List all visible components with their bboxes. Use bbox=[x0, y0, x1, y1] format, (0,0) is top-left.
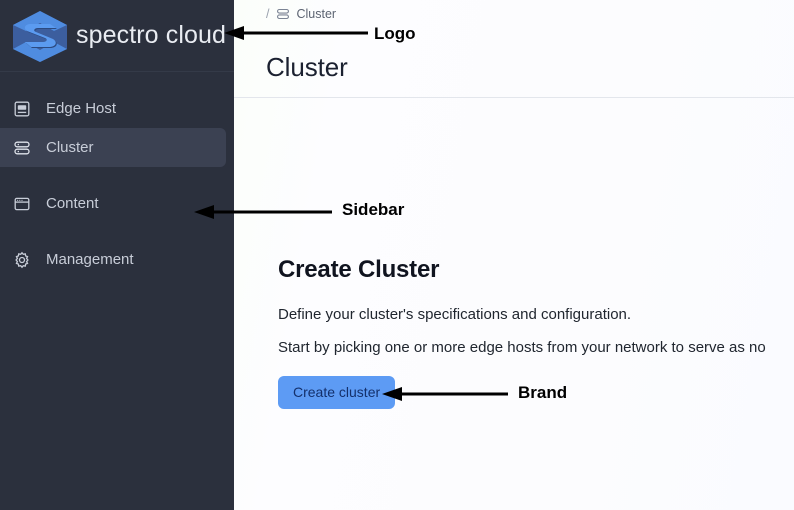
gear-icon bbox=[12, 250, 31, 269]
create-cluster-description-2: Start by picking one or more edge hosts … bbox=[278, 339, 766, 356]
main-content: / Cluster Cluster Create Cluster Define … bbox=[234, 0, 794, 510]
annotation-arrow-brand bbox=[382, 387, 508, 401]
annotation-arrow-logo bbox=[224, 26, 368, 40]
page-title: Cluster bbox=[266, 52, 348, 83]
sidebar-logo[interactable]: spectro cloud bbox=[0, 0, 234, 72]
create-cluster-button[interactable]: Create cluster bbox=[278, 376, 396, 409]
breadcrumb: / Cluster bbox=[234, 0, 794, 24]
create-cluster-panel: Create Cluster Define your cluster's spe… bbox=[234, 98, 794, 409]
breadcrumb-separator: / bbox=[266, 7, 270, 21]
sidebar-item-cluster[interactable]: Cluster bbox=[0, 128, 226, 167]
annotation-label-brand: Brand bbox=[518, 383, 568, 402]
content-window-icon bbox=[12, 194, 31, 213]
spectro-cloud-logo-icon bbox=[10, 9, 70, 63]
edge-host-server-icon bbox=[12, 99, 31, 118]
sidebar-logo-text: spectro cloud bbox=[76, 21, 226, 49]
breadcrumb-item-cluster[interactable]: Cluster bbox=[296, 7, 337, 21]
sidebar-item-management[interactable]: Management bbox=[0, 240, 226, 279]
annotation-label-logo: Logo bbox=[374, 24, 416, 43]
cluster-stack-icon bbox=[12, 138, 31, 157]
sidebar-gap-2 bbox=[0, 223, 234, 240]
cluster-stack-icon bbox=[276, 7, 290, 21]
create-cluster-heading: Create Cluster bbox=[278, 256, 440, 283]
sidebar-item-label: Edge Host bbox=[46, 100, 117, 117]
sidebar-gap-1 bbox=[0, 167, 234, 184]
sidebar-item-edge-host[interactable]: Edge Host bbox=[0, 89, 226, 128]
annotation-arrow-sidebar bbox=[194, 205, 332, 219]
header-divider bbox=[234, 97, 794, 98]
create-cluster-description-1: Define your cluster's specifications and… bbox=[278, 306, 632, 323]
sidebar-top-spacer bbox=[0, 72, 234, 89]
sidebar-item-content[interactable]: Content bbox=[0, 184, 226, 223]
sidebar-item-label: Content bbox=[46, 195, 99, 212]
sidebar-item-label: Management bbox=[46, 251, 134, 268]
sidebar-item-label: Cluster bbox=[46, 139, 94, 156]
sidebar: spectro cloud Edge Host bbox=[0, 0, 234, 510]
annotation-label-sidebar: Sidebar bbox=[342, 200, 405, 219]
